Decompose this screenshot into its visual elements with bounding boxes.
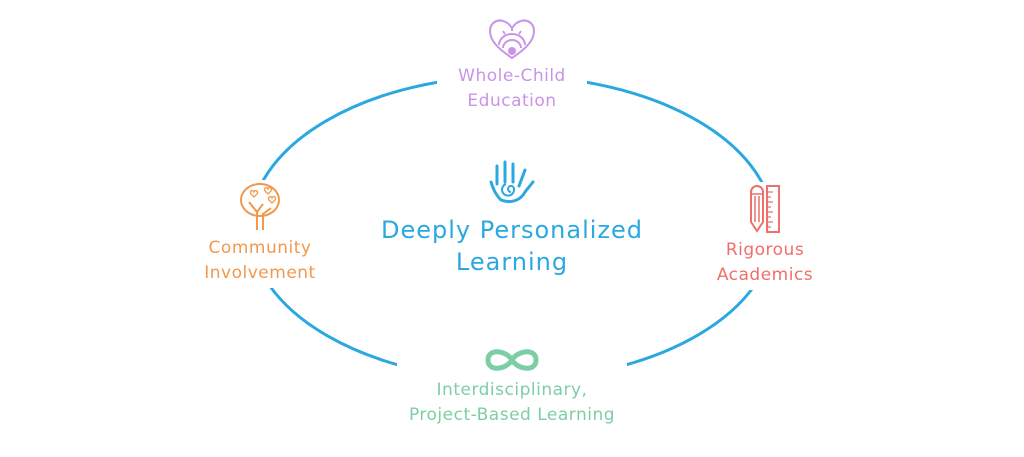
node-project-based-learning: Interdisciplinary, Project-Based Learnin… [397,344,627,428]
node-label: Rigorous [725,240,805,260]
center-title-line2: Learning [455,248,569,276]
node-label: Education [467,91,557,111]
node-whole-child-education: Whole-Child Education [437,18,587,118]
node-label: Involvement [204,263,316,283]
heart-sunrise-icon [488,19,536,60]
hand-spiral-icon [489,160,535,204]
heart-tree-icon [240,183,280,230]
node-label: Community [208,238,312,258]
node-label: Interdisciplinary, [436,380,588,400]
node-label: Academics [716,265,814,285]
node-rigorous-academics: Rigorous Academics [705,182,825,290]
node-label: Project-Based Learning [408,405,616,425]
node-community-involvement: Community Involvement [190,180,330,288]
center-title-line1: Deeply Personalized [380,216,644,244]
center-concept: Deeply Personalized Learning [362,160,662,278]
infinity-icon [485,349,539,371]
node-label: Whole-Child [458,66,566,86]
pencil-ruler-icon [750,185,780,233]
